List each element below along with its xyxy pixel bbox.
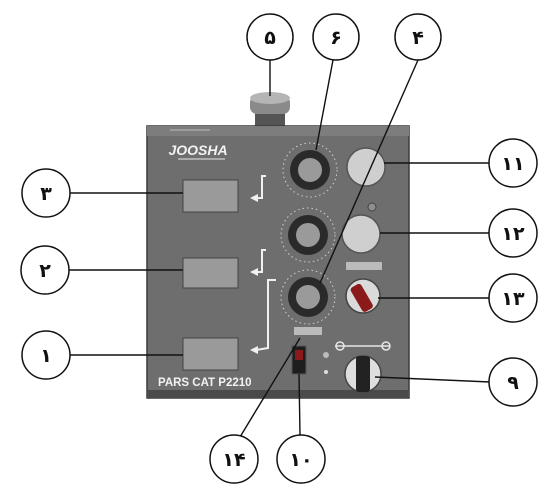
knob-middle[interactable] xyxy=(288,215,328,255)
display-1 xyxy=(182,337,239,371)
arrowhead-icons xyxy=(250,194,258,354)
callout-12: ۱۲ xyxy=(488,208,538,258)
callout-14: ۱۴ xyxy=(209,434,259,484)
knob-top[interactable] xyxy=(290,150,330,190)
callout-10: ۱۰ xyxy=(276,434,326,484)
svg-text:۱۱: ۱۱ xyxy=(501,153,524,175)
selector-switch[interactable] xyxy=(345,278,381,314)
toggle-led-2 xyxy=(324,370,328,374)
selector-label-plate xyxy=(346,262,382,270)
arrow-bracket-icons xyxy=(255,175,276,351)
callout-11: ۱۱ xyxy=(488,138,538,188)
svg-text:۵: ۵ xyxy=(264,27,276,49)
knob-label-plate xyxy=(294,327,322,335)
svg-text:۱۴: ۱۴ xyxy=(222,449,245,471)
svg-text:۶: ۶ xyxy=(330,27,342,49)
toggle-led xyxy=(323,352,329,358)
main-power-switch[interactable] xyxy=(335,341,391,393)
svg-text:۹: ۹ xyxy=(507,372,519,394)
model-label: PARS CAT P2210 xyxy=(158,377,252,389)
callout-2: ۲ xyxy=(20,245,70,295)
svg-text:۱۲: ۱۲ xyxy=(501,223,525,245)
callout-5: ۵ xyxy=(246,13,294,61)
svg-text:۱: ۱ xyxy=(40,345,52,367)
display-2 xyxy=(182,257,239,289)
emergency-stop-button xyxy=(250,92,290,126)
knob-tick-rings xyxy=(280,142,338,325)
push-button-top[interactable] xyxy=(346,147,386,187)
callout-3: ۳ xyxy=(21,168,71,218)
callout-13: ۱۳ xyxy=(488,273,538,323)
leader-lines xyxy=(69,59,491,438)
callout-9: ۹ xyxy=(488,357,538,407)
svg-text:۱۰: ۱۰ xyxy=(289,449,312,471)
display-3 xyxy=(182,179,239,213)
callout-1: ۱ xyxy=(21,330,71,380)
svg-text:۲: ۲ xyxy=(39,260,51,282)
callout-4: ۴ xyxy=(394,13,442,61)
indicator-led xyxy=(367,202,377,212)
knob-bottom[interactable] xyxy=(288,277,328,317)
callout-6: ۶ xyxy=(312,13,360,61)
svg-text:۳: ۳ xyxy=(40,183,52,205)
brand-logo: JOOSHA xyxy=(168,142,227,158)
svg-text:۱۳: ۱۳ xyxy=(501,288,525,310)
toggle-switch[interactable] xyxy=(291,345,307,375)
svg-text:۴: ۴ xyxy=(412,27,424,49)
